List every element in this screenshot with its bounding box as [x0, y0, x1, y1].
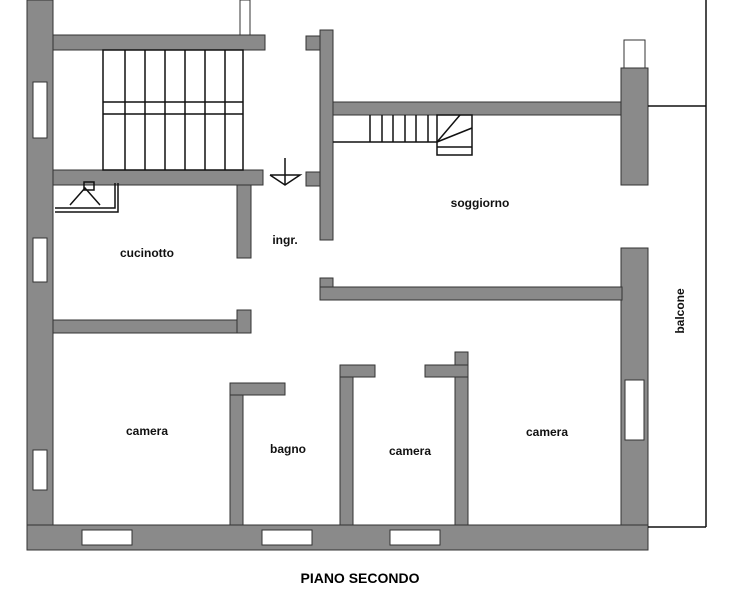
window [624, 379, 645, 441]
window [623, 39, 646, 69]
room-label-soggiorno: soggiorno [451, 196, 510, 210]
window [389, 529, 441, 546]
room-label-camera: camera [389, 444, 431, 458]
stairs-right [333, 114, 473, 156]
window [32, 237, 48, 283]
room-label-bagno: bagno [270, 442, 306, 456]
stairs-left [102, 49, 244, 171]
room-label-ingresso: ingr. [272, 233, 297, 247]
hood-icon [55, 181, 119, 213]
room-label-camera: camera [126, 424, 168, 438]
room-label-balcone: balcone [673, 288, 687, 334]
plan-title: PIANO SECONDO [300, 570, 419, 586]
window [81, 529, 133, 546]
window [261, 529, 313, 546]
room-label-camera: camera [526, 425, 568, 439]
window [32, 81, 48, 139]
entrance-arrow-icon [269, 158, 303, 186]
balcony [648, 0, 707, 528]
walls [26, 0, 649, 551]
window [32, 449, 48, 491]
room-label-cucinotto: cucinotto [120, 246, 174, 260]
